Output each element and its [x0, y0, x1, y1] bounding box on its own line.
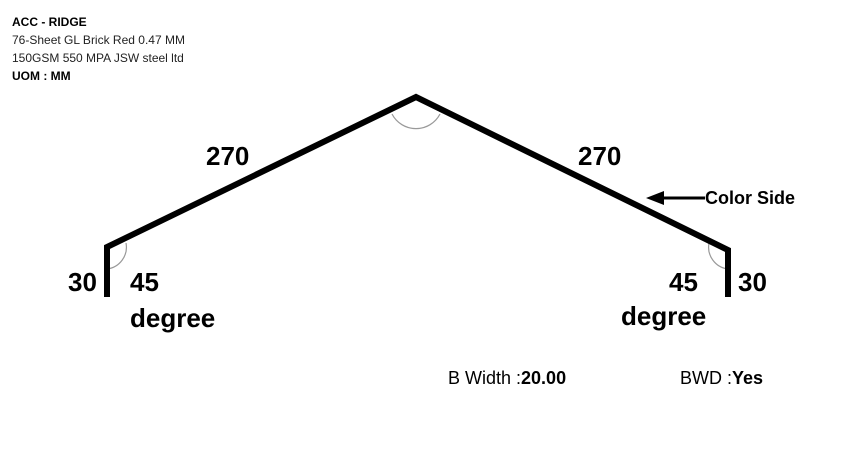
material-spec-line-1: 76-Sheet GL Brick Red 0.47 MM: [12, 33, 185, 47]
left-angle-value: 45: [130, 267, 159, 297]
b-width-value: 20.00: [521, 368, 567, 388]
bwd-label: BWD :: [680, 368, 732, 388]
material-spec-line-2: 150GSM 550 MPA JSW steel ltd: [12, 51, 184, 65]
right-angle-value: 45: [669, 267, 698, 297]
left-return-length: 30: [68, 267, 97, 297]
b-width: B Width :20.00: [448, 368, 566, 389]
b-width-label: B Width :: [448, 368, 522, 388]
right-angle-unit: degree: [621, 301, 706, 331]
color-side-label: Color Side: [705, 188, 795, 208]
bwd-value: Yes: [732, 368, 764, 388]
left-angle-arc: [106, 242, 127, 270]
drawing-header: ACC - RIDGE 76-Sheet GL Brick Red 0.47 M…: [12, 13, 185, 85]
right-return-length: 30: [738, 267, 767, 297]
ridge-profile-line: [104, 93, 731, 297]
apex-angle-arc: [391, 113, 441, 130]
uom-value: MM: [50, 69, 71, 83]
drawing-title: ACC - RIDGE: [12, 15, 87, 29]
color-side-arrow-head: [646, 191, 664, 205]
unit-of-measure: UOM : MM: [12, 67, 185, 85]
bwd: BWD :Yes: [680, 368, 763, 389]
left-angle-unit: degree: [130, 303, 215, 333]
right-angle-arc: [708, 242, 729, 270]
right-slope-length: 270: [578, 141, 621, 171]
uom-label: UOM :: [12, 69, 51, 83]
left-slope-length: 270: [206, 141, 249, 171]
